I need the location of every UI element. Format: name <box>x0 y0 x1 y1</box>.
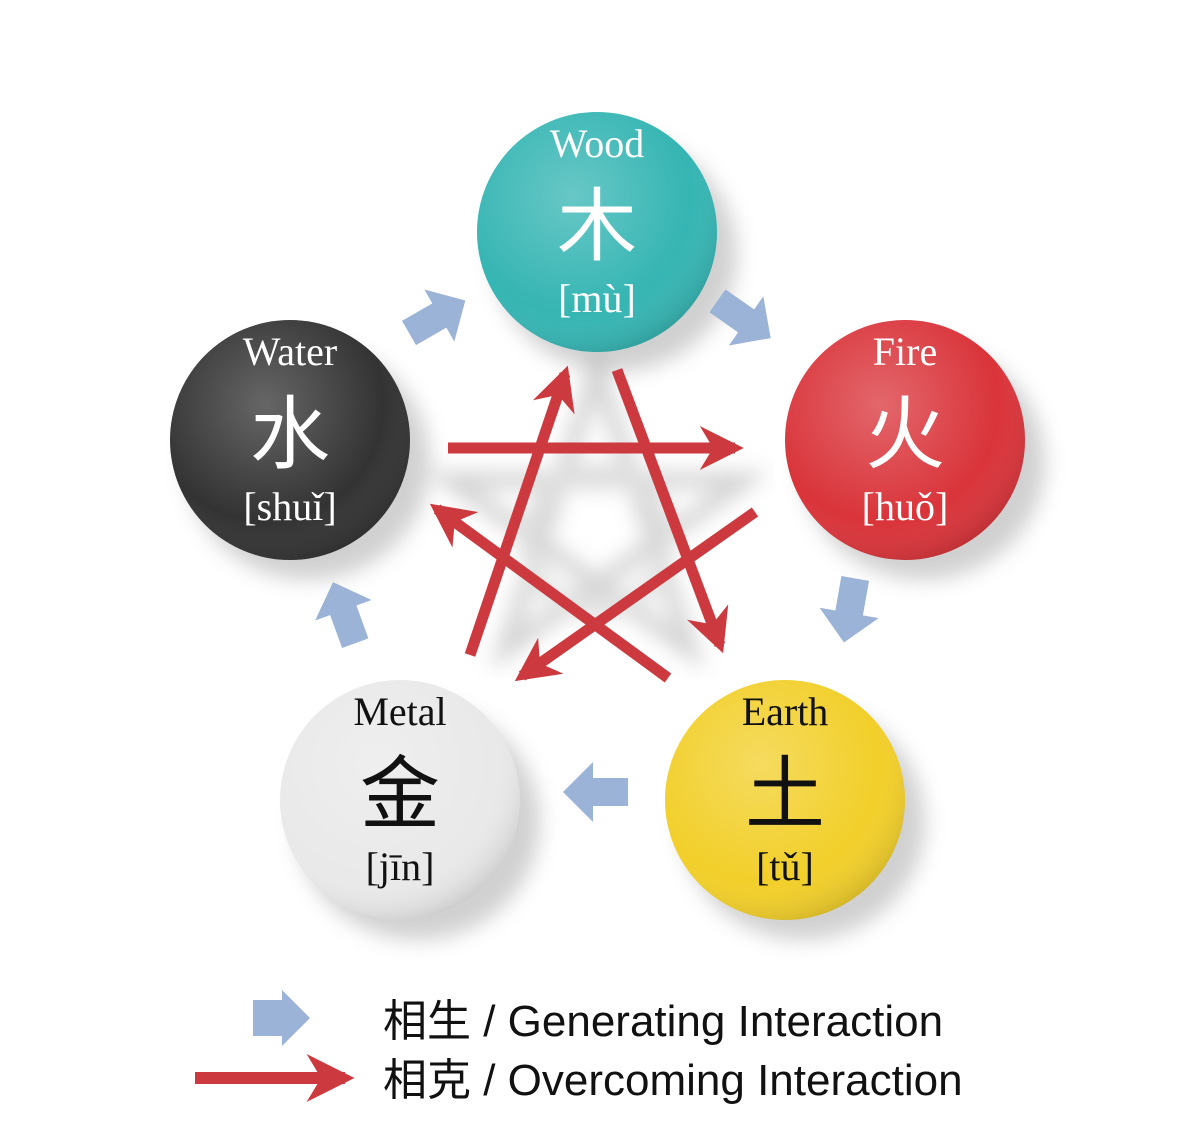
element-water: Water 水[shuǐ] <box>170 320 430 580</box>
element-pinyin: [shuǐ] <box>243 484 336 529</box>
overcoming-arrow-metal-wood <box>464 365 575 657</box>
legend-overcoming-label: 相克 / Overcoming Interaction <box>383 1056 963 1105</box>
circle-highlight <box>477 112 717 352</box>
element-pinyin: [jīn] <box>366 844 435 889</box>
element-wood: Wood 木[mù] <box>477 112 737 372</box>
element-name: Wood <box>550 121 645 166</box>
circle-highlight <box>170 320 410 560</box>
legend-generating-label: 相生 / Generating Interaction <box>383 997 943 1046</box>
circle-highlight <box>785 320 1025 560</box>
element-name: Water <box>243 329 338 374</box>
overcoming-arrow-fire-metal <box>514 507 759 682</box>
element-name: Fire <box>873 329 937 374</box>
overcoming-arrow-earth-water <box>429 503 672 683</box>
circle-highlight <box>665 680 905 920</box>
element-hanzi: 土 <box>745 748 825 841</box>
element-metal: Metal 金[jīn] <box>280 680 540 940</box>
circle-highlight <box>280 680 520 920</box>
generating-arrow-wood-fire <box>709 289 771 346</box>
element-hanzi: 木 <box>557 180 637 273</box>
overcoming-arrows <box>429 365 759 683</box>
background-star-shadow <box>424 344 771 671</box>
element-earth: Earth 土[tǔ] <box>665 680 925 940</box>
element-hanzi: 火 <box>865 388 945 481</box>
generating-arrow-water-wood <box>402 289 466 346</box>
element-fire: Fire 火[huǒ] <box>785 320 1045 580</box>
legend-generating-arrow-icon <box>253 990 310 1046</box>
element-hanzi: 金 <box>360 748 440 841</box>
element-name: Earth <box>742 689 829 734</box>
legend: 相生 / Generating Interaction 相克 / Overcom… <box>195 990 963 1105</box>
element-name: Metal <box>353 689 446 734</box>
element-hanzi: 水 <box>250 388 330 481</box>
generating-arrow-fire-earth <box>819 576 879 643</box>
element-pinyin: [mù] <box>558 276 636 321</box>
generating-arrows <box>315 289 879 822</box>
element-pinyin: [tǔ] <box>756 844 814 889</box>
element-pinyin: [huǒ] <box>862 484 949 529</box>
generating-arrow-earth-metal <box>563 762 628 822</box>
generating-arrow-metal-water <box>315 582 372 648</box>
overcoming-arrow-wood-earth <box>611 368 729 654</box>
